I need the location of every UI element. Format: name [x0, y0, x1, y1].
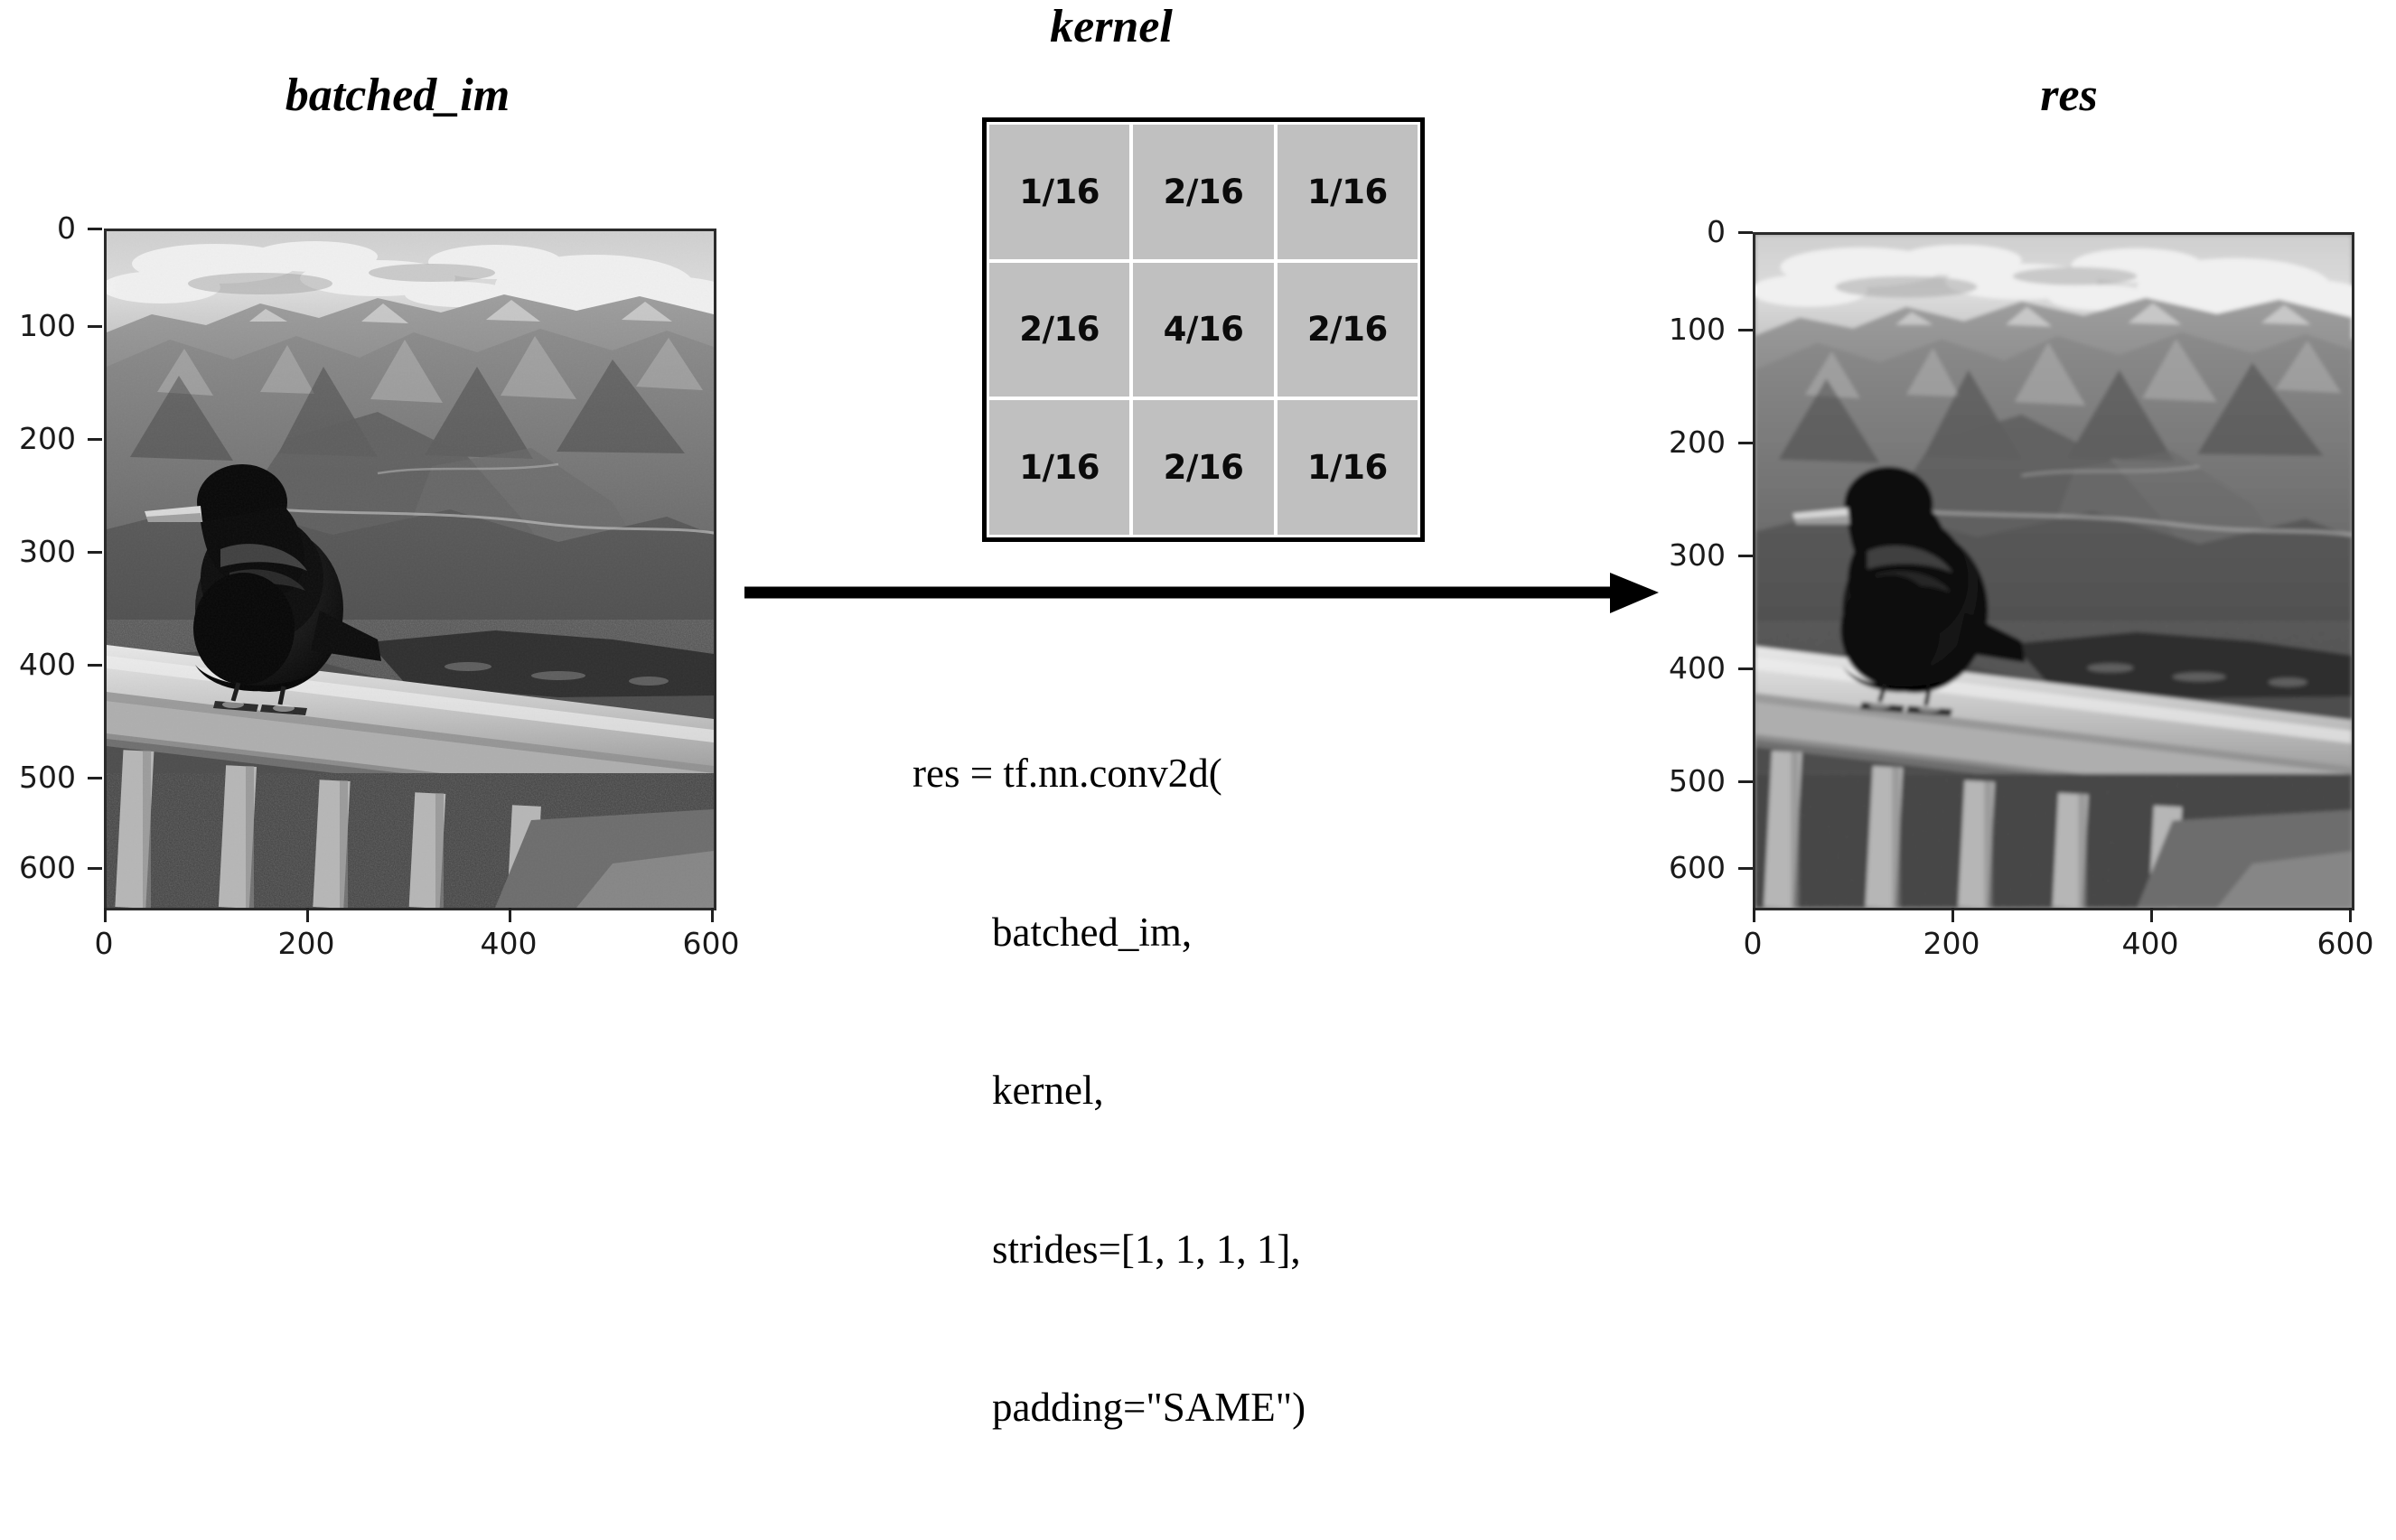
ytick-label: 200: [1669, 425, 1726, 460]
ytick-mark: [88, 551, 102, 554]
ytick-label: 500: [19, 760, 76, 795]
ytick-label: 100: [19, 308, 76, 343]
xtick-label: 400: [2121, 926, 2179, 961]
panel-res: res 0 100 200 300 400 500 600: [1662, 0, 2396, 983]
ytick-label: 600: [19, 850, 76, 885]
image-plot-batched-im: [104, 229, 716, 910]
ytick-mark: [1738, 555, 1753, 557]
xtick-mark: [711, 908, 714, 922]
xtick-mark: [306, 908, 309, 922]
ytick-mark: [88, 228, 102, 230]
xtick-mark: [2150, 908, 2153, 922]
kernel-cell-0-0: 1/16: [989, 125, 1130, 259]
kernel-cell-1-2: 2/16: [1277, 262, 1418, 397]
kernel-cell-1-1: 4/16: [1133, 262, 1274, 397]
kernel-cell-1-0: 2/16: [989, 262, 1130, 397]
ytick-label: 200: [19, 421, 76, 456]
ytick-mark: [1738, 442, 1753, 444]
xtick-label: 0: [94, 926, 114, 961]
ytick-label: 300: [1669, 537, 1726, 573]
ytick-label: 400: [19, 647, 76, 682]
bird-photo-original: [107, 231, 714, 908]
convolution-arrow: [743, 565, 1664, 620]
code-line-0: res = tf.nn.conv2d(: [913, 751, 1222, 796]
code-line-3: strides=[1, 1, 1, 1],: [992, 1226, 1301, 1272]
page-title-res: res: [2040, 70, 2098, 121]
panel-kernel-and-code: kernel 1/16 2/16 1/16 2/16 4/16 2/16 1/1…: [759, 0, 1662, 1430]
xtick-mark: [2349, 908, 2352, 922]
page-title-kernel: kernel: [1050, 1, 1173, 52]
ytick-mark: [88, 664, 102, 667]
kernel-cell-0-2: 1/16: [1277, 125, 1418, 259]
kernel-cell-2-2: 1/16: [1277, 400, 1418, 535]
ytick-mark: [88, 325, 102, 328]
code-line-1: batched_im,: [992, 909, 1193, 955]
ytick-mark: [1738, 780, 1753, 783]
ytick-mark: [1738, 867, 1753, 870]
xtick-label: 200: [277, 926, 335, 961]
xtick-label: 600: [682, 926, 740, 961]
code-line-2: kernel,: [992, 1068, 1104, 1113]
xtick-label: 400: [480, 926, 538, 961]
ytick-mark: [1738, 329, 1753, 331]
ytick-label: 400: [1669, 650, 1726, 686]
page-title-batched-im: batched_im: [285, 70, 510, 121]
ytick-label: 600: [1669, 850, 1726, 885]
xtick-mark: [509, 908, 511, 922]
kernel-matrix: 1/16 2/16 1/16 2/16 4/16 2/16 1/16 2/16 …: [982, 117, 1425, 542]
code-line-4: padding="SAME"): [992, 1385, 1306, 1430]
ytick-label: 500: [1669, 763, 1726, 798]
ytick-label: 300: [19, 534, 76, 569]
ytick-mark: [88, 438, 102, 441]
bird-photo-blurred: [1755, 235, 2352, 908]
ytick-mark: [1738, 667, 1753, 670]
bird-silhouette-blurred: [1792, 466, 2026, 717]
kernel-cell-0-1: 2/16: [1133, 125, 1274, 259]
xtick-label: 0: [1743, 926, 1763, 961]
kernel-cell-2-0: 1/16: [989, 400, 1130, 535]
arrow-right-icon: [744, 573, 1659, 613]
ytick-mark: [88, 867, 102, 870]
kernel-cell-2-1: 2/16: [1133, 400, 1274, 535]
ytick-label: 100: [1669, 312, 1726, 347]
xtick-label: 200: [1923, 926, 1980, 961]
xtick-mark: [104, 908, 107, 922]
image-plot-res: [1753, 232, 2354, 910]
xtick-mark: [1753, 908, 1755, 922]
xtick-mark: [1951, 908, 1954, 922]
ytick-mark: [88, 777, 102, 779]
ytick-label: 0: [57, 210, 76, 246]
ytick-label: 0: [1707, 214, 1726, 249]
ytick-mark: [1738, 231, 1753, 234]
xtick-label: 600: [2316, 926, 2374, 961]
panel-batched-im: batched_im 0 100 200 300 400 500 600: [0, 0, 759, 983]
